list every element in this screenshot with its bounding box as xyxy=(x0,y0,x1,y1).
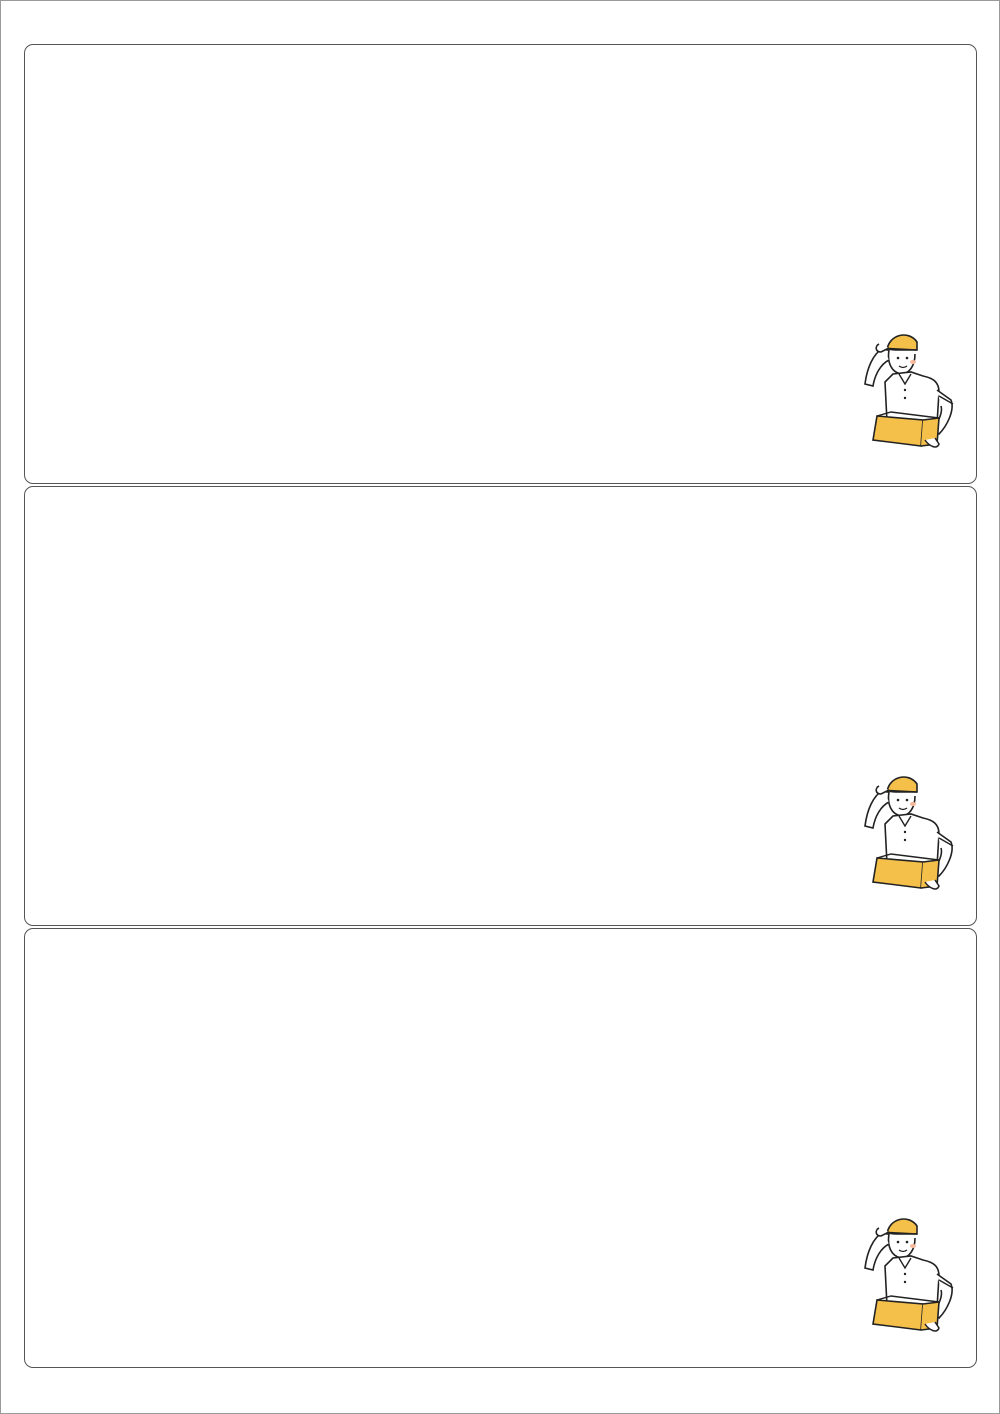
delivery-person-illustration xyxy=(843,770,959,906)
delivery-person-illustration xyxy=(843,328,959,464)
memo-card-3 xyxy=(24,928,977,1368)
delivery-person-icon xyxy=(864,776,954,890)
delivery-person-icon xyxy=(864,334,954,448)
delivery-person-icon xyxy=(864,1218,954,1332)
memo-card-1 xyxy=(24,44,977,484)
memo-card-2 xyxy=(24,486,977,926)
delivery-person-illustration xyxy=(843,1212,959,1348)
